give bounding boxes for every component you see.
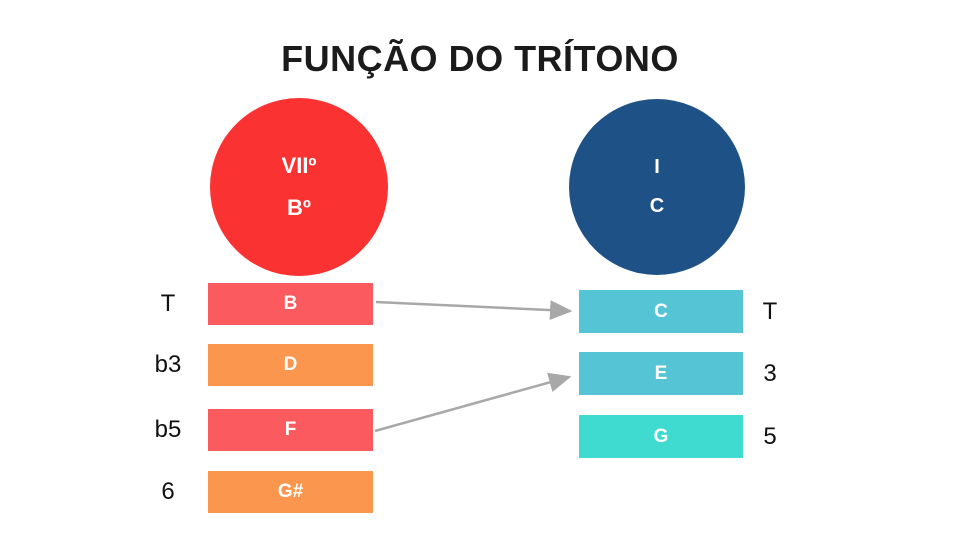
note-bar-f: F [208,409,373,451]
note-bar-b-label: B [283,293,298,314]
note-bar-e: E [579,352,743,395]
note-bar-e-label: E [654,362,668,384]
note-bar-g-label: G [653,425,669,447]
note-bar-f-label: F [284,419,297,440]
degree-label-left-t: T [160,290,176,317]
note-bar-g: G [579,415,743,458]
arrow-b-to-c [375,300,573,321]
page-title: FUNÇÃO DO TRÍTONO [281,38,679,79]
tonic-chord-name: C [649,195,665,217]
degree-label-right-t: T [762,298,778,325]
degree-label-left-b3: b3 [154,351,182,378]
degree-label-left-b5: b5 [154,416,182,443]
note-bar-b: B [208,283,373,325]
note-bar-c-label: C [654,300,668,322]
degree-label-right-3: 3 [763,360,777,387]
diminished-chord-name: Bº [287,195,311,220]
tonic-chord-circle: I C [569,99,745,275]
note-bar-g-sharp-label: G# [277,481,304,502]
note-bar-d-label: D [283,354,298,375]
note-bar-d: D [208,344,373,386]
arrow-f-to-e [374,372,572,433]
degree-label-right-5: 5 [763,423,777,450]
note-bar-g-sharp: G# [208,471,373,513]
note-bar-c: C [579,290,743,333]
diminished-chord-circle: VIIº Bº [210,98,388,276]
degree-label-left-6: 6 [161,478,175,505]
tonic-chord-roman: I [654,156,660,178]
diminished-chord-roman: VIIº [281,153,317,178]
